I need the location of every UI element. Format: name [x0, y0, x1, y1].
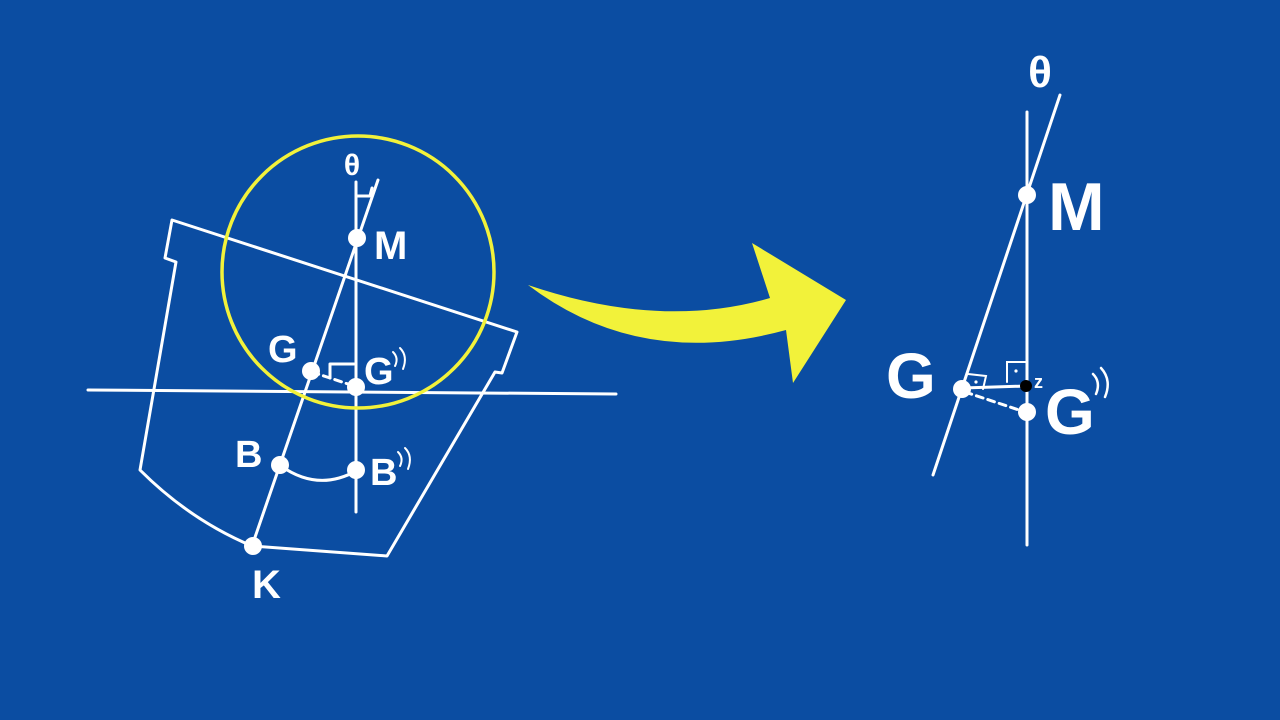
point-m-left [348, 229, 366, 247]
label-b-prime-left: B [370, 452, 397, 494]
right-points [953, 186, 1036, 421]
b-arc [279, 464, 358, 482]
point-g-left [302, 362, 320, 380]
point-g-prime-right [1018, 403, 1036, 421]
label-theta-left: θ [344, 149, 360, 182]
label-b-left: B [235, 434, 262, 476]
gg-dashed-right [963, 390, 1027, 414]
tiny-dot-g-angle [974, 380, 978, 384]
b-prime-tick-left [397, 447, 411, 470]
point-b-prime-left [347, 461, 365, 479]
highlight-circle [220, 134, 496, 410]
heeled-hull-outline [138, 218, 519, 558]
label-z-right: z [1034, 372, 1043, 392]
g-prime-tick-left [392, 347, 406, 370]
g-prime-tick-right [1091, 366, 1109, 399]
right-angle-mark-left [328, 362, 356, 380]
label-theta-right: θ [1028, 48, 1052, 97]
left-points [244, 229, 366, 555]
label-g-prime-left: G [364, 351, 394, 393]
point-z-right [1020, 380, 1032, 392]
right-figure [931, 93, 1109, 547]
gz-line-right [961, 384, 1028, 390]
label-m-right: M [1048, 169, 1105, 245]
label-m-left: M [374, 224, 407, 268]
tiny-dot-z-angle [1014, 369, 1018, 373]
right-angle-mark-z [1006, 361, 1027, 383]
point-m-right [1018, 186, 1036, 204]
inclined-line-right [931, 93, 1062, 477]
angle-mark-theta [354, 186, 374, 198]
point-g-right [953, 380, 971, 398]
label-k-left: K [252, 563, 281, 607]
label-g-left: G [268, 329, 298, 371]
zoom-arrow [528, 243, 846, 383]
point-g-prime-left [347, 378, 365, 396]
label-g-prime-right: G [1045, 376, 1095, 448]
point-k-left [244, 537, 262, 555]
label-g-right: G [886, 340, 936, 412]
right-angle-mark-g [967, 373, 988, 390]
point-b-left [271, 456, 289, 474]
